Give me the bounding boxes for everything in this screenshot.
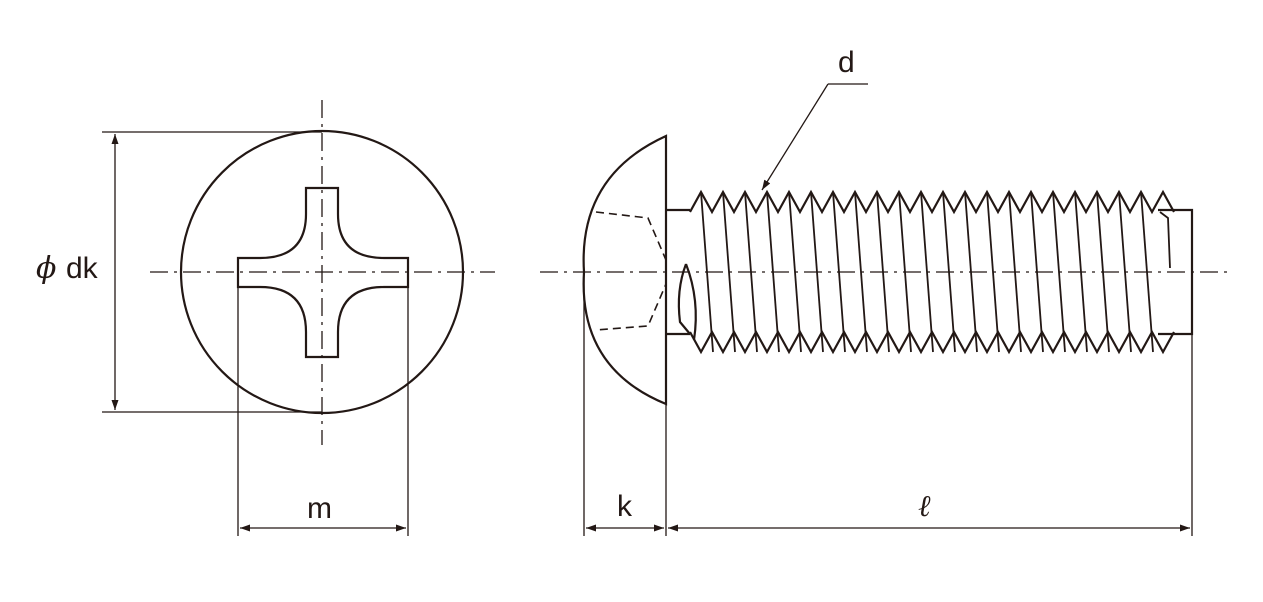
thread-line — [722, 191, 736, 353]
thread-line — [1052, 191, 1066, 353]
thread-line — [1096, 191, 1110, 353]
thread-line — [898, 191, 912, 353]
side-view: d k ℓ — [540, 46, 1232, 536]
thread-profile — [689, 189, 1175, 355]
thread-line — [854, 191, 868, 353]
m-label: m — [307, 492, 332, 525]
thread-line — [744, 191, 758, 353]
top-view: ϕ dk m — [36, 100, 495, 536]
k-label: k — [617, 490, 633, 523]
l-label: ℓ — [918, 489, 931, 524]
thread-line — [810, 191, 824, 353]
recess-hidden-lines — [595, 211, 667, 331]
threaded-shank — [666, 208, 1194, 336]
thread-line — [1008, 191, 1022, 353]
dk-label: dk — [66, 252, 99, 285]
thread-line — [766, 191, 780, 353]
phillips-recess — [236, 186, 410, 359]
head-outline — [179, 129, 465, 415]
thread-line — [788, 191, 802, 353]
thread-line — [1074, 191, 1088, 353]
thread-line — [876, 191, 890, 353]
thread-top-edge — [689, 189, 1175, 215]
thread-line — [1030, 191, 1044, 353]
d-leader-line — [761, 83, 829, 191]
thread-line — [1118, 191, 1132, 353]
d-label: d — [838, 46, 855, 79]
thread-line — [964, 191, 978, 353]
thread-start — [677, 263, 697, 341]
thread-line — [832, 191, 846, 353]
thread-line — [986, 191, 1000, 353]
dk-symbol: ϕ — [36, 251, 56, 286]
dome-head — [582, 134, 668, 406]
thread-line — [920, 191, 934, 353]
thread-line — [1140, 191, 1154, 353]
thread-runout — [1159, 211, 1171, 269]
thread-line — [942, 191, 956, 353]
thread-line — [700, 191, 714, 353]
